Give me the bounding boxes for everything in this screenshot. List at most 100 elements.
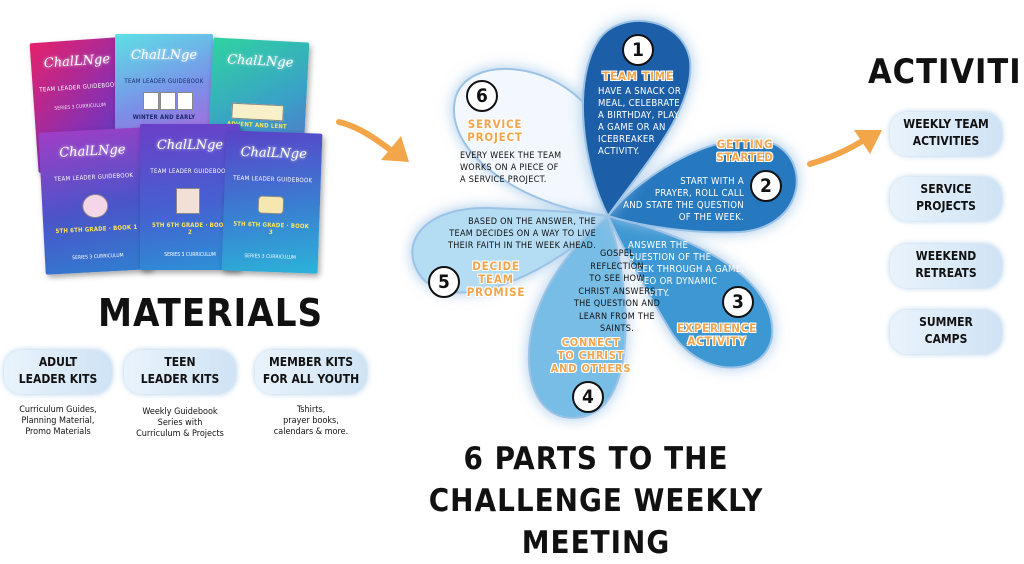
petal-text-line: MEAL, CELEBRATE (598, 98, 680, 109)
kit-description: Weekly Guidebook Series with Curriculum … (124, 407, 236, 440)
petal-title-line: PROJECT (467, 130, 523, 144)
book-6: ChalLNge TEAM LEADER GUIDEBOOK 5TH 6TH G… (221, 130, 323, 274)
book-logo: ChalLNge (43, 51, 111, 72)
book-cover-photo (143, 92, 159, 110)
petal-text-line: REFLECTION (590, 261, 644, 272)
activity-label: SERVICE (920, 182, 972, 196)
kit-label: LEADER KITS (18, 372, 98, 386)
activity-label: RETREATS (915, 266, 977, 280)
book-series: SERIES 3 CURRICULUM (164, 252, 216, 258)
book-cover-photo (81, 193, 109, 219)
kit-description: Tshirts, prayer books, calendars & more. (255, 405, 367, 438)
book-logo: ChalLNge (156, 138, 224, 153)
activity-label: WEEKEND (915, 249, 977, 263)
book-subtitle: TEAM LEADER GUIDEBOOK (124, 78, 204, 85)
book-subtitle-2: SERIES 3 CURRICULUM (54, 102, 107, 112)
petal-2-text: START WITH A PRAYER, ROLL CALL AND STATE… (622, 176, 744, 224)
petal-title-line: DECIDE (472, 259, 520, 273)
petal-title-line: STARTED (716, 150, 774, 164)
book-series: SERIES 3 CURRICULUM (72, 252, 124, 262)
petal-text-line: CHRIST ANSWERS (578, 286, 656, 297)
petal-text-line: TO SEE HOW (589, 274, 645, 284)
kit-teen-leader: TEEN LEADER KITS (124, 350, 236, 394)
kit-desc-line: prayer books, (283, 416, 339, 426)
petal-2-title: GETTING STARTED (700, 138, 790, 164)
petal-text-line: ACTIVITY. (598, 146, 640, 157)
meeting-title: 6 PARTS TO THE CHALLENGE WEEKLY MEETING (386, 438, 806, 564)
petal-3-title: EXPERIENCE ACTIVITY (662, 322, 772, 348)
kit-label: TEEN (164, 355, 196, 369)
kit-label: MEMBER KITS (268, 355, 354, 369)
petal-6-title: SERVICE PROJECT (450, 118, 540, 144)
petal-title-line: SERVICE (467, 117, 523, 131)
meeting-title-line-2: CHALLENGE WEEKLY MEETING (428, 483, 764, 561)
petal-text-line: GOSPEL (599, 249, 635, 259)
petal-title-line: to CHRIST (557, 349, 625, 362)
book-subtitle: TEAM LEADER GUIDEBOOK (233, 174, 313, 185)
petal-text-line: THE QUESTION AND (573, 299, 661, 309)
petal-4-title: CONNECT to CHRIST and OTHERS (536, 336, 646, 375)
petal-text-line: HAVE A SNACK OR (598, 86, 682, 97)
petal-title-line: TEAM (478, 272, 514, 286)
petal-title-line: EXPERIENCE (677, 321, 757, 335)
book-cover-photo (231, 102, 285, 122)
petal-text-line: ACTIVITY. (628, 288, 670, 299)
petal-1-team-time (581, 19, 692, 218)
book-subtitle: TEAM LEADER GUIDEBOOK (54, 171, 134, 184)
activities-heading: ACTIVITIES (868, 52, 1024, 92)
book-cover-photo (176, 188, 200, 214)
materials-heading: MATERIALS (98, 291, 324, 335)
kit-member: MEMBER KITS FOR ALL YOUTH (255, 350, 367, 394)
activity-label: CAMPS (924, 332, 968, 346)
activity-label: WEEKLY TEAM (903, 117, 989, 131)
petal-1-text: HAVE A SNACK OR MEAL, CELEBRATE A BIRTHD… (598, 86, 708, 158)
activity-label: ACTIVITIES (912, 134, 980, 148)
kit-desc-line: Curriculum & Projects (136, 429, 224, 439)
petal-text-line: A GAME OR AN (598, 122, 666, 133)
petal-3-number: 3 (722, 286, 754, 318)
petal-5-decide-team-promise (411, 206, 611, 294)
petal-5-title: DECIDE TEAM PROMISE (456, 260, 536, 299)
kit-adult-leader: ADULT LEADER KITS (4, 350, 112, 394)
petal-5-number: 5 (428, 266, 460, 298)
book-logo: ChalLNge (58, 142, 126, 161)
book-subtitle: TEAM LEADER GUIDEBOOK (150, 168, 230, 175)
activity-summer-camps: SUMMER CAMPS (890, 310, 1002, 354)
meeting-title-line-1: 6 PARTS TO THE (463, 441, 729, 477)
kit-label: ADULT (38, 355, 78, 369)
petal-text-line: WORKS ON A PIECE OF (460, 163, 559, 173)
activity-weekly-team: WEEKLY TEAM ACTIVITIES (890, 112, 1002, 156)
petal-text-line: VIDEO OR DYNAMIC (628, 276, 718, 287)
kit-desc-line: calendars & more. (273, 427, 349, 437)
arrow-to-flower (336, 119, 409, 162)
petal-text-line: WEEK THROUGH A GAME, (628, 264, 745, 275)
petal-title-line: ACTIVITY (687, 334, 747, 348)
kit-label: LEADER KITS (140, 372, 220, 386)
petal-1-number: 1 (622, 34, 654, 66)
kit-desc-line: Promo Materials (25, 427, 91, 437)
petal-text-line: THEIR FAITH IN THE WEEK AHEAD. (447, 241, 596, 251)
book-cover-photo (177, 92, 193, 110)
petal-6-number: 6 (466, 80, 498, 112)
book-4: ChalLNge TEAM LEADER GUIDEBOOK 5TH 6TH G… (38, 127, 152, 275)
petal-title-line: PROMISE (466, 285, 526, 299)
kit-desc-line: Curriculum Guides, (19, 405, 97, 415)
petal-1-title: TEAM TIME (602, 69, 674, 83)
book-series: SERIES 3 CURRICULUM (244, 253, 296, 261)
book-logo: ChalLNge (240, 144, 308, 163)
book-grade: WINTER AND EARLY (132, 114, 196, 121)
book-grade: 5TH 6TH GRADE · BOOK 1 (55, 223, 138, 236)
petal-text-line: PRAYER, ROLL CALL (654, 188, 744, 199)
petal-6-text: EVERY WEEK THE TEAM WORKS ON A PIECE OF … (460, 150, 590, 186)
petal-text-line: A SERVICE PROJECT. (460, 175, 547, 185)
petal-text-line: QUESTION OF THE (628, 252, 712, 263)
book-logo: ChalLNge (226, 52, 294, 71)
book-cover-photo (160, 92, 176, 110)
petal-text-line: OF THE WEEK. (678, 212, 744, 223)
kit-description: Curriculum Guides, Planning Material, Pr… (4, 405, 112, 438)
book-cover-photo (257, 195, 285, 215)
petal-text-line: LEARN FROM THE SAINTS. (579, 311, 655, 335)
petal-3-experience-activity (606, 214, 774, 369)
petal-5-text: BASED ON THE ANSWER, THE TEAM DECIDES ON… (420, 216, 596, 252)
petal-4-text: GOSPEL REFLECTION TO SEE HOW CHRIST ANSW… (562, 248, 672, 336)
